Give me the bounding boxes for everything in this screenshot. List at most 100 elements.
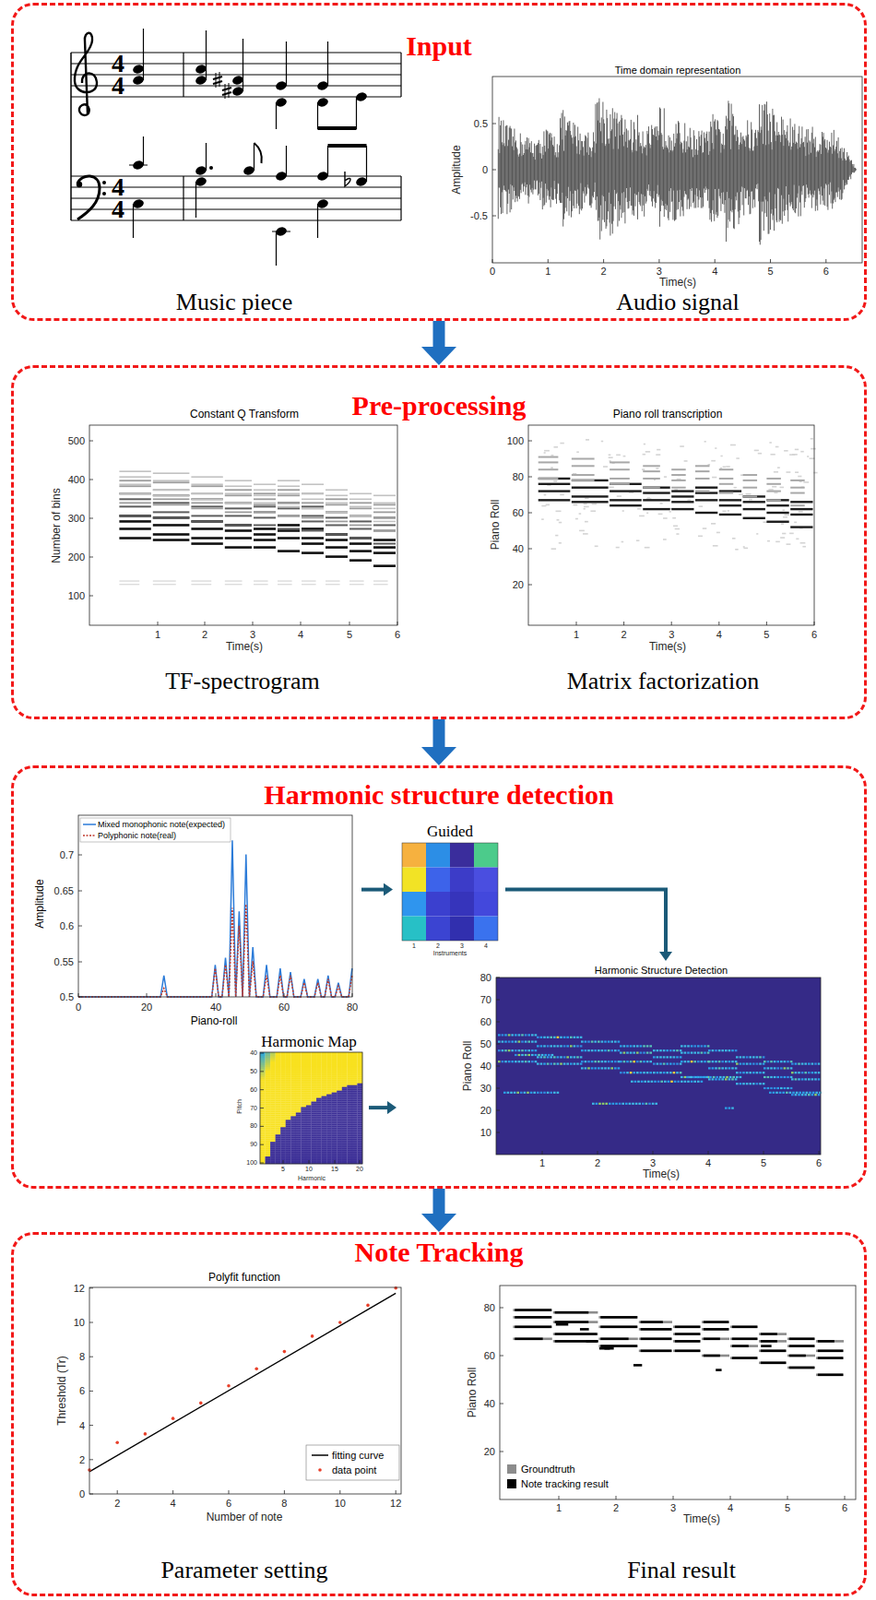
map-cell (285, 1079, 292, 1082)
map-cell (295, 1094, 302, 1097)
map-cell (311, 1098, 318, 1101)
map-cell (275, 1154, 282, 1157)
detected-harmonic (510, 1041, 514, 1043)
map-cell (311, 1147, 318, 1149)
map-cell (275, 1107, 282, 1110)
roll-note (642, 464, 661, 467)
map-cell (331, 1083, 338, 1086)
map-cell (300, 1107, 307, 1110)
roll-note (766, 504, 789, 507)
spectrum-bin (277, 514, 300, 517)
roll-note (637, 508, 641, 510)
spectrum-bin (373, 538, 396, 542)
roll-note (809, 457, 816, 460)
map-cell (316, 1100, 322, 1102)
map-cell (306, 1150, 312, 1153)
detected-harmonic (563, 1055, 567, 1058)
spectrum-bin (153, 583, 177, 585)
map-cell (352, 1101, 358, 1104)
map-cell (321, 1098, 328, 1101)
detected-harmonic (649, 1060, 652, 1063)
map-cell (342, 1068, 348, 1071)
roll-note (695, 470, 710, 473)
roll-note (541, 518, 545, 521)
map-cell (311, 1094, 318, 1097)
map-cell (356, 1143, 363, 1146)
map-cell (346, 1121, 353, 1124)
map-cell (331, 1113, 338, 1116)
map-cell (300, 1090, 307, 1093)
spectrum-bin (253, 516, 276, 519)
map-cell (306, 1136, 312, 1138)
sharp-sign (213, 76, 223, 80)
spectrum-bin (373, 517, 396, 520)
map-cell (331, 1141, 338, 1144)
map-cell (342, 1107, 348, 1110)
map-cell (346, 1079, 353, 1082)
roll-note (773, 491, 778, 494)
map-cell (260, 1081, 266, 1084)
map-cell (316, 1110, 322, 1113)
map-cell (346, 1141, 353, 1144)
heat-cell (473, 891, 498, 917)
map-cell (342, 1105, 348, 1108)
map-cell (285, 1119, 292, 1122)
roll-note (730, 444, 736, 447)
map-cell (321, 1123, 328, 1125)
map-cell (356, 1057, 363, 1060)
heat-cell (402, 842, 427, 868)
map-cell (306, 1130, 312, 1133)
map-cell (336, 1090, 343, 1093)
map-cell (290, 1074, 296, 1077)
map-cell (346, 1063, 353, 1066)
roll-note (735, 457, 740, 460)
detected-harmonic (510, 1033, 514, 1036)
map-cell (316, 1096, 322, 1099)
map-cell (356, 1076, 363, 1078)
map-cell (311, 1087, 318, 1090)
detected-harmonic (543, 1036, 546, 1039)
map-cell (331, 1143, 338, 1146)
harmonic-map (260, 1052, 363, 1164)
map-cell (285, 1103, 292, 1106)
roll-note (810, 438, 814, 440)
map-cell (342, 1134, 348, 1137)
map-cell (321, 1136, 328, 1138)
roll-note (769, 441, 771, 444)
map-cell (326, 1083, 332, 1086)
map-cell (285, 1053, 292, 1056)
map-cell (295, 1085, 302, 1088)
map-cell (352, 1087, 358, 1090)
detected-harmonic (619, 1052, 623, 1054)
spectrum-bin (153, 494, 190, 497)
tick-mark (89, 595, 94, 597)
map-cell (316, 1092, 322, 1095)
map-cell (356, 1096, 363, 1099)
note-stem (242, 38, 244, 92)
map-cell (316, 1134, 322, 1137)
roll-note (584, 520, 589, 523)
map-cell (280, 1065, 286, 1067)
map-cell (316, 1070, 322, 1073)
map-cell (326, 1077, 332, 1080)
map-cell (280, 1085, 286, 1088)
spectrum-bin (373, 529, 396, 532)
tick-mark (260, 1162, 264, 1164)
map-cell (331, 1139, 338, 1142)
tick-mark (825, 259, 827, 263)
roll-note (743, 495, 766, 498)
roll-note (719, 492, 734, 495)
roll-note (615, 454, 621, 457)
map-cell (265, 1154, 272, 1157)
map-cell (275, 1098, 282, 1101)
map-cell (300, 1094, 307, 1097)
map-cell (295, 1107, 302, 1110)
map-cell (316, 1136, 322, 1138)
map-cell (290, 1065, 296, 1067)
roll-note (544, 494, 547, 497)
map-cell (270, 1087, 276, 1090)
map-cell (356, 1100, 363, 1102)
map-cell (285, 1065, 292, 1067)
detected-harmonic (610, 1066, 614, 1069)
staff-line (71, 220, 402, 222)
